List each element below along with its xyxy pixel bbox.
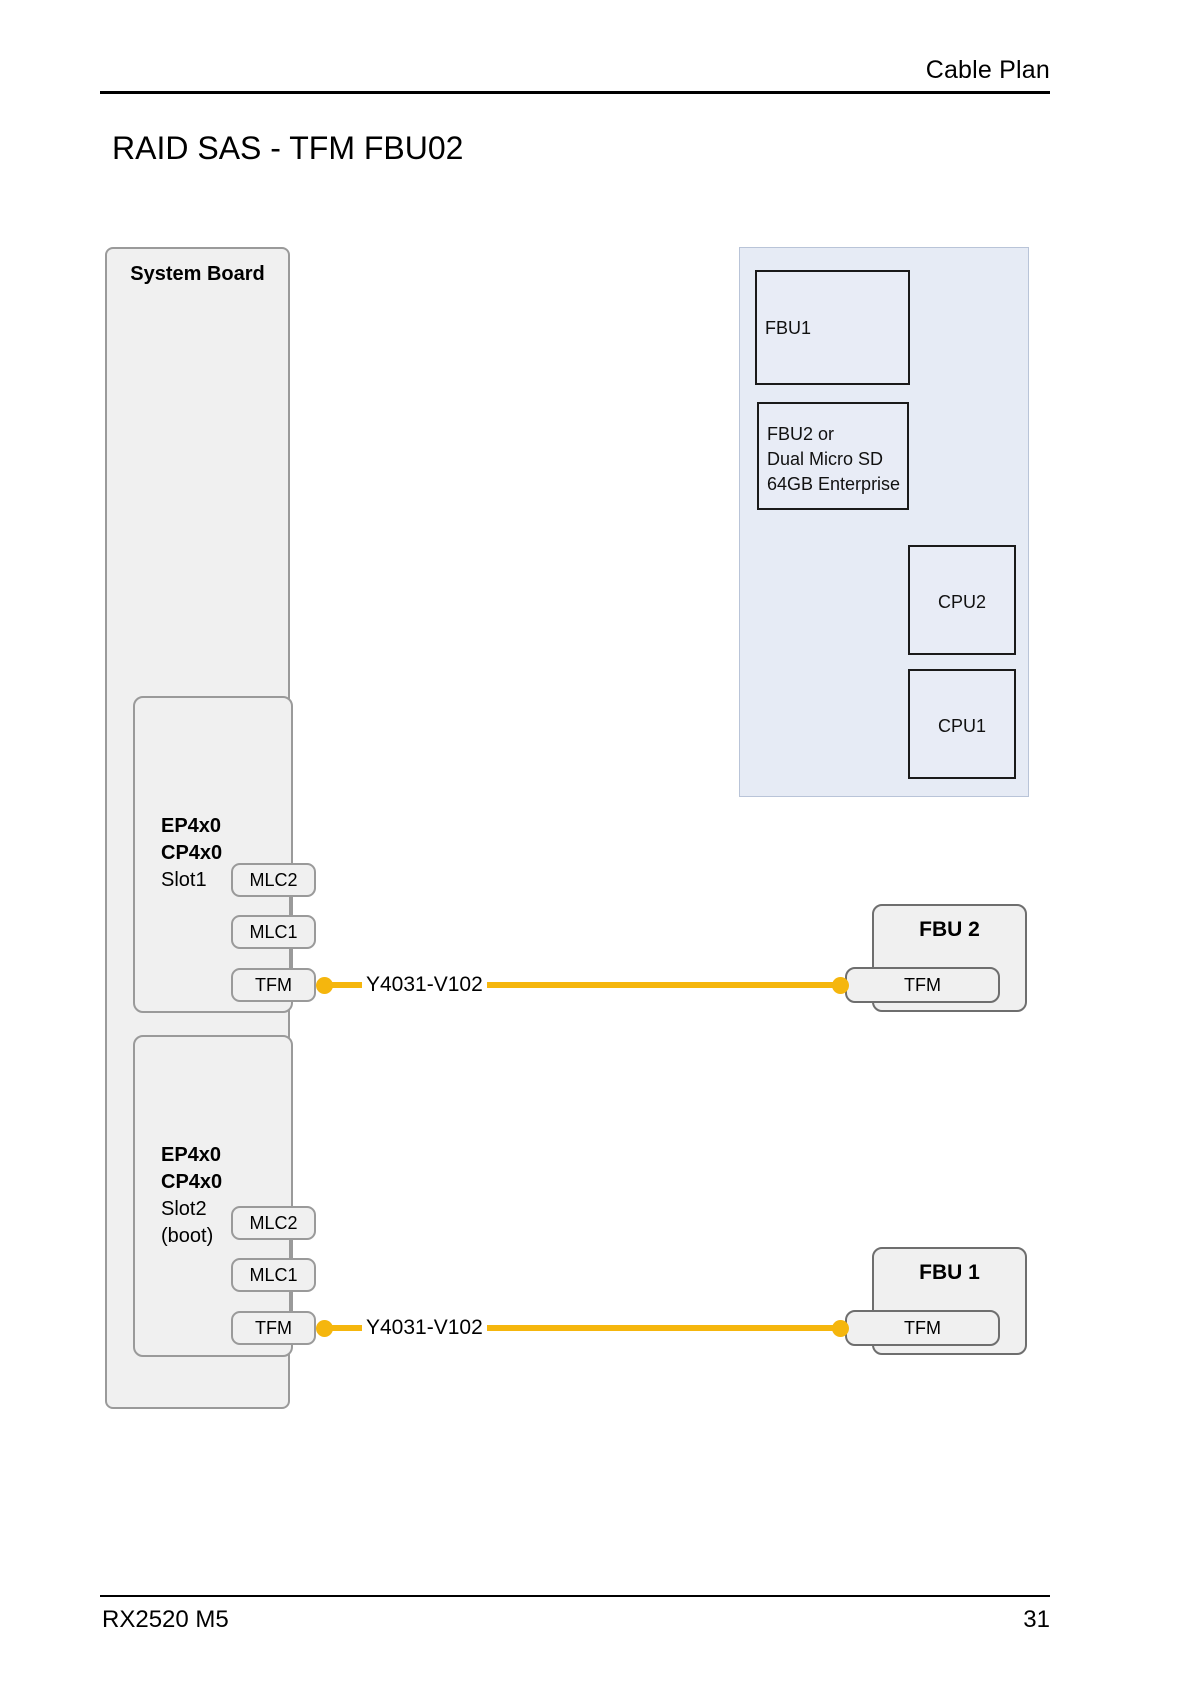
cable-top-label: Y4031-V102 — [362, 973, 487, 997]
page-title: RAID SAS - TFM FBU02 — [112, 130, 464, 166]
slot1-port-mlc1[interactable]: MLC1 — [231, 915, 316, 949]
cable-bottom-endpoint-left — [316, 1320, 333, 1337]
header-divider — [100, 91, 1050, 94]
slot1-line3: Slot1 — [161, 869, 207, 891]
slot2-line2: CP4x0 — [161, 1171, 223, 1193]
enclosure-box-cpu1: CPU1 — [908, 669, 1016, 779]
cable-top-line — [322, 982, 844, 988]
slot2-line3: Slot2 — [161, 1198, 207, 1220]
footer-model: RX2520 M5 — [102, 1606, 229, 1633]
slot2-line1: EP4x0 — [161, 1144, 222, 1166]
cpu2-label: CPU2 — [937, 592, 986, 612]
cable-top-endpoint-right — [832, 977, 849, 994]
fbu2-bay-label: FBU2 or Dual Micro SD 64GB Enterprise — [767, 424, 901, 494]
footer-page-number: 31 — [1023, 1606, 1050, 1633]
enclosure-box-fbu1-bay: FBU1 — [755, 270, 910, 385]
slot-card-slot1 — [133, 696, 293, 1013]
header-title: Cable Plan — [925, 56, 1050, 84]
slot2-label: EP4x0 CP4x0 Slot2 (boot) — [161, 1142, 222, 1250]
fbu1-bay-label: FBU1 — [765, 318, 812, 338]
slot1-line2: CP4x0 — [161, 842, 223, 864]
fbu-1-title: FBU 1 — [919, 1261, 980, 1284]
slot2-port-tfm[interactable]: TFM — [231, 1311, 316, 1345]
fbu-1-port-tfm[interactable]: TFM — [845, 1310, 1000, 1346]
cable-bottom-label: Y4031-V102 — [362, 1316, 487, 1340]
footer-divider — [100, 1595, 1050, 1597]
slot1-port-tfm[interactable]: TFM — [231, 968, 316, 1002]
cable-top-endpoint-left — [316, 977, 333, 994]
fbu-2-port-tfm[interactable]: TFM — [845, 967, 1000, 1003]
system-board-title: System Board — [130, 263, 265, 285]
enclosure-box-cpu2: CPU2 — [908, 545, 1016, 655]
slot2-port-mlc2[interactable]: MLC2 — [231, 1206, 316, 1240]
slot1-line1: EP4x0 — [161, 815, 222, 837]
slot-card-slot2 — [133, 1035, 293, 1357]
slot2-line4: (boot) — [161, 1225, 214, 1247]
cpu1-label: CPU1 — [937, 716, 986, 736]
cable-bottom-endpoint-right — [832, 1320, 849, 1337]
enclosure-box-fbu2-bay: FBU2 or Dual Micro SD 64GB Enterprise — [757, 402, 909, 510]
slot1-port-mlc2[interactable]: MLC2 — [231, 863, 316, 897]
slot2-port-mlc1[interactable]: MLC1 — [231, 1258, 316, 1292]
slot1-label: EP4x0 CP4x0 Slot1 — [161, 813, 222, 894]
cable-bottom-line — [322, 1325, 844, 1331]
fbu-2-title: FBU 2 — [919, 918, 980, 941]
